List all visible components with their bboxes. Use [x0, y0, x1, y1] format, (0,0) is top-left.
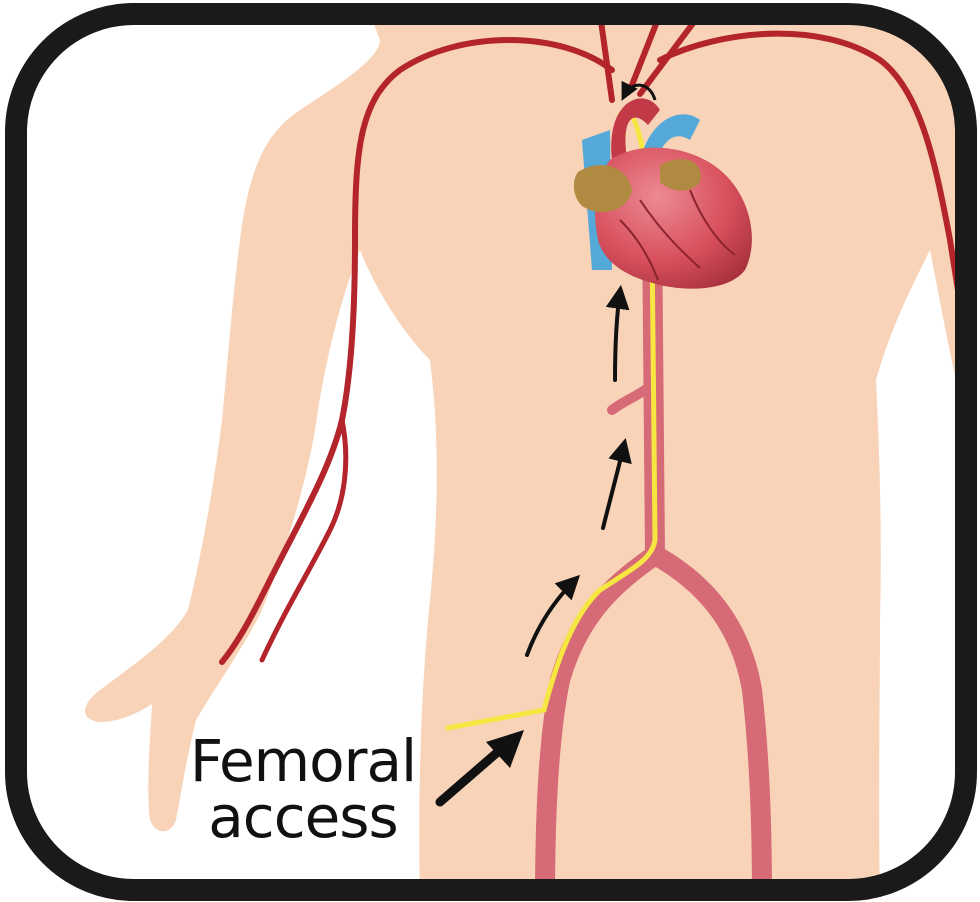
aortic-arch — [611, 98, 660, 165]
carotid-artery-1 — [597, 14, 615, 103]
iliac-artery-right — [645, 545, 772, 890]
heart — [573, 98, 752, 289]
heart-body — [595, 147, 752, 289]
coronary-vessels — [619, 189, 736, 281]
femoral-access-arrowhead — [486, 730, 524, 768]
left-atrium — [660, 159, 701, 191]
femoral-label-line1: Femoral — [189, 727, 417, 795]
iliac-artery-left — [535, 545, 665, 890]
renal-branch — [607, 380, 657, 415]
carotid-artery-3 — [637, 14, 703, 97]
panel-border — [5, 3, 977, 901]
femoral-access-arrow — [435, 745, 505, 807]
arch-arrow — [621, 80, 657, 101]
femoral-label-line2: access — [208, 783, 398, 851]
radial-artery-left — [259, 417, 349, 663]
direction-arrow-2 — [601, 437, 632, 530]
subclavian-artery-left — [219, 37, 615, 665]
direction-arrow-3 — [605, 284, 630, 382]
right-atrium — [573, 165, 632, 213]
direction-arrow-1 — [525, 574, 581, 657]
carotid-artery-2 — [627, 14, 663, 93]
